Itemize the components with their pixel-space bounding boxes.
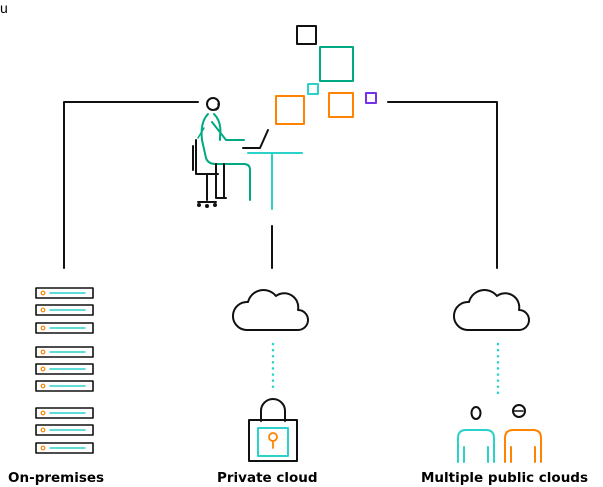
square-cyan-small [307,83,319,95]
cloud-icon [452,289,530,331]
caption-on-premises: On-premises [8,470,105,486]
floating-squares [275,25,377,125]
server-unit [35,346,94,358]
users-icon [457,404,542,463]
connector-right [387,101,498,269]
server-rack-icon [35,287,94,454]
server-unit [35,287,94,299]
server-unit [35,442,94,454]
server-unit [35,407,94,419]
server-unit [35,322,94,334]
corner-text-fragment: u [0,0,8,16]
square-orange-left [275,95,305,125]
caption-public-clouds: Multiple public clouds [421,470,589,486]
square-purple [365,92,377,104]
connector-lines [63,101,498,269]
square-orange-right [328,92,354,118]
caption-private-cloud: Private cloud [217,470,318,486]
server-unit [35,424,94,436]
square-black [296,25,317,45]
padlock-icon [248,398,298,462]
cloud-icon [231,289,309,331]
developer-at-desk-icon [192,97,303,210]
server-unit [35,304,94,316]
square-teal-large [319,46,354,82]
connector-left [63,101,199,269]
server-unit [35,363,94,375]
server-unit [35,380,94,392]
